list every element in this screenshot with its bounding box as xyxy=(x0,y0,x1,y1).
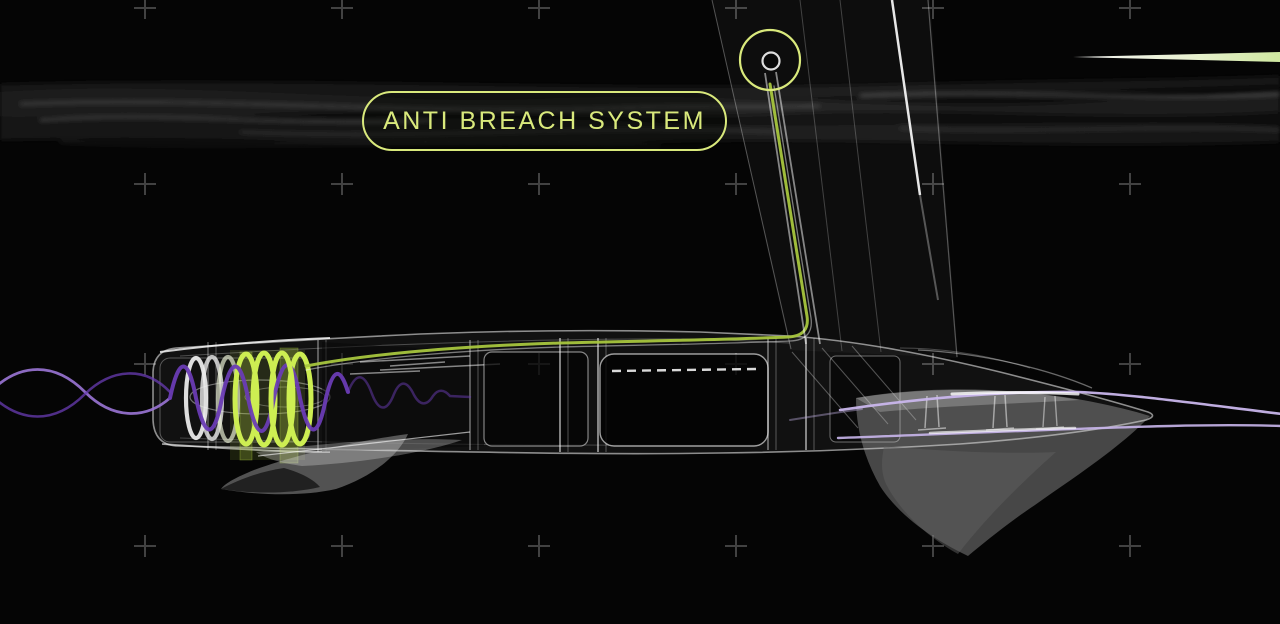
tail-section xyxy=(791,345,1093,443)
plus-marker-icon xyxy=(133,172,157,196)
plus-marker-icon xyxy=(527,534,551,558)
plus-marker-icon xyxy=(724,534,748,558)
anti-breach-system-label[interactable]: ANTI BREACH SYSTEM xyxy=(362,91,727,151)
acoustic-waves-purple xyxy=(0,368,172,418)
plus-marker-icon xyxy=(330,0,354,20)
midbody-section xyxy=(322,338,815,452)
plus-marker-icon xyxy=(527,0,551,20)
callout-circle-icon[interactable] xyxy=(738,28,802,92)
plus-marker-icon xyxy=(1118,534,1142,558)
signal-cable xyxy=(304,82,812,371)
surface-beam xyxy=(1073,52,1280,62)
front-fin xyxy=(221,431,471,495)
plus-marker-icon xyxy=(133,534,157,558)
antenna-tip-icon xyxy=(761,51,781,71)
wake-streaks xyxy=(789,390,1280,440)
plus-marker-icon xyxy=(724,172,748,196)
anti-breach-system-label-text: ANTI BREACH SYSTEM xyxy=(383,106,706,135)
tail-fin xyxy=(856,389,1150,556)
plus-marker-icon xyxy=(527,172,551,196)
acoustic-wave-deep xyxy=(168,350,472,448)
antenna-assembly xyxy=(738,28,821,345)
plus-marker-icon xyxy=(1118,352,1142,376)
plus-marker-icon xyxy=(133,0,157,20)
sensor-mast xyxy=(711,0,958,358)
plus-marker-icon xyxy=(1118,172,1142,196)
plus-marker-icon xyxy=(1118,0,1142,20)
plus-marker-icon xyxy=(330,172,354,196)
plus-marker-icon xyxy=(330,534,354,558)
